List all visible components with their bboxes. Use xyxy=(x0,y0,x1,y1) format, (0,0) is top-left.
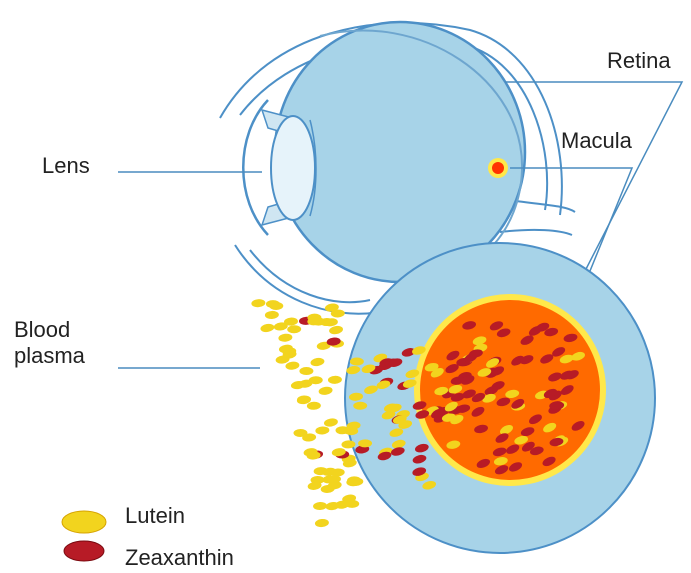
legend-zeaxanthin-swatch xyxy=(64,541,104,561)
retina-label: Retina xyxy=(607,48,671,74)
lens-label: Lens xyxy=(42,153,90,179)
lutein-particle xyxy=(299,367,313,375)
optic-nerve-lower xyxy=(500,230,572,235)
lutein-particle xyxy=(313,502,327,511)
legend-lutein-swatch xyxy=(62,511,106,533)
lutein-particle xyxy=(310,357,325,367)
lutein-particle xyxy=(307,401,321,410)
lutein-particle xyxy=(328,376,342,385)
blood-plasma-label: Blood plasma xyxy=(14,317,124,369)
optic-nerve-upper xyxy=(510,200,575,212)
lutein-particle xyxy=(265,311,279,320)
macula-label: Macula xyxy=(561,128,632,154)
lutein-particle xyxy=(328,325,343,335)
lens-shape xyxy=(271,116,315,220)
lutein-particle xyxy=(251,299,266,308)
lutein-particle xyxy=(285,361,300,371)
lutein-particle xyxy=(350,358,364,366)
lutein-particle xyxy=(278,333,293,342)
lutein-particle xyxy=(323,417,338,427)
lutein-particle xyxy=(315,518,330,527)
legend-zeaxanthin-label: Zeaxanthin xyxy=(125,545,234,571)
lutein-particle xyxy=(318,386,333,396)
lutein-particle xyxy=(315,426,330,435)
legend-lutein-label: Lutein xyxy=(125,503,185,529)
lutein-particle xyxy=(287,325,301,334)
cornea xyxy=(243,100,268,235)
lutein-particle xyxy=(260,323,275,333)
macula-spot-core xyxy=(492,162,504,174)
